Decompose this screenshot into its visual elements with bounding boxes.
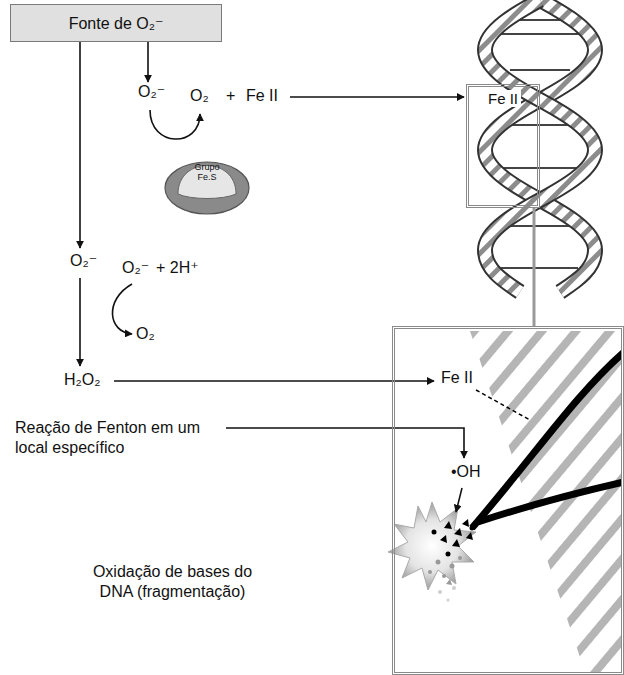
dna-helix (485, 0, 595, 292)
formula-label: O₂⁻ (138, 82, 165, 102)
source-box: Fonte de O₂⁻ (10, 4, 222, 42)
radical-label: •OH (449, 463, 483, 481)
zoom-box: Fe II •OH (392, 326, 624, 675)
annotation-label: Oxidação de bases do DNA (fragmentação) (80, 562, 265, 602)
dna-zoom (470, 331, 621, 672)
formula-label: Fe II (246, 86, 278, 106)
iron-label: Fe II (439, 369, 475, 387)
oxidation-burst (388, 502, 476, 602)
formula-label: H₂O₂ (64, 370, 100, 390)
formula-label: O₂⁻ (122, 258, 149, 278)
reaction-arrows (80, 42, 464, 512)
cluster-label: Grupo Fe.S (187, 163, 227, 183)
formula-label: + 2H⁺ (156, 258, 199, 278)
iron-label: Fe II (485, 90, 521, 107)
annotation-label: Reação de Fenton em um local específico (15, 418, 220, 458)
fes-cluster: Grupo Fe.S (163, 150, 251, 216)
zoom-connector (533, 208, 536, 326)
box-title: Fonte de O₂⁻ (69, 14, 164, 33)
formula-label: + (226, 86, 235, 106)
highlight-box: Fe II (466, 84, 540, 208)
formula-label: O₂ (190, 86, 209, 106)
cluster-shape (163, 150, 251, 216)
formula-label: O₂⁻ (70, 251, 97, 271)
formula-label: O₂ (136, 324, 155, 344)
